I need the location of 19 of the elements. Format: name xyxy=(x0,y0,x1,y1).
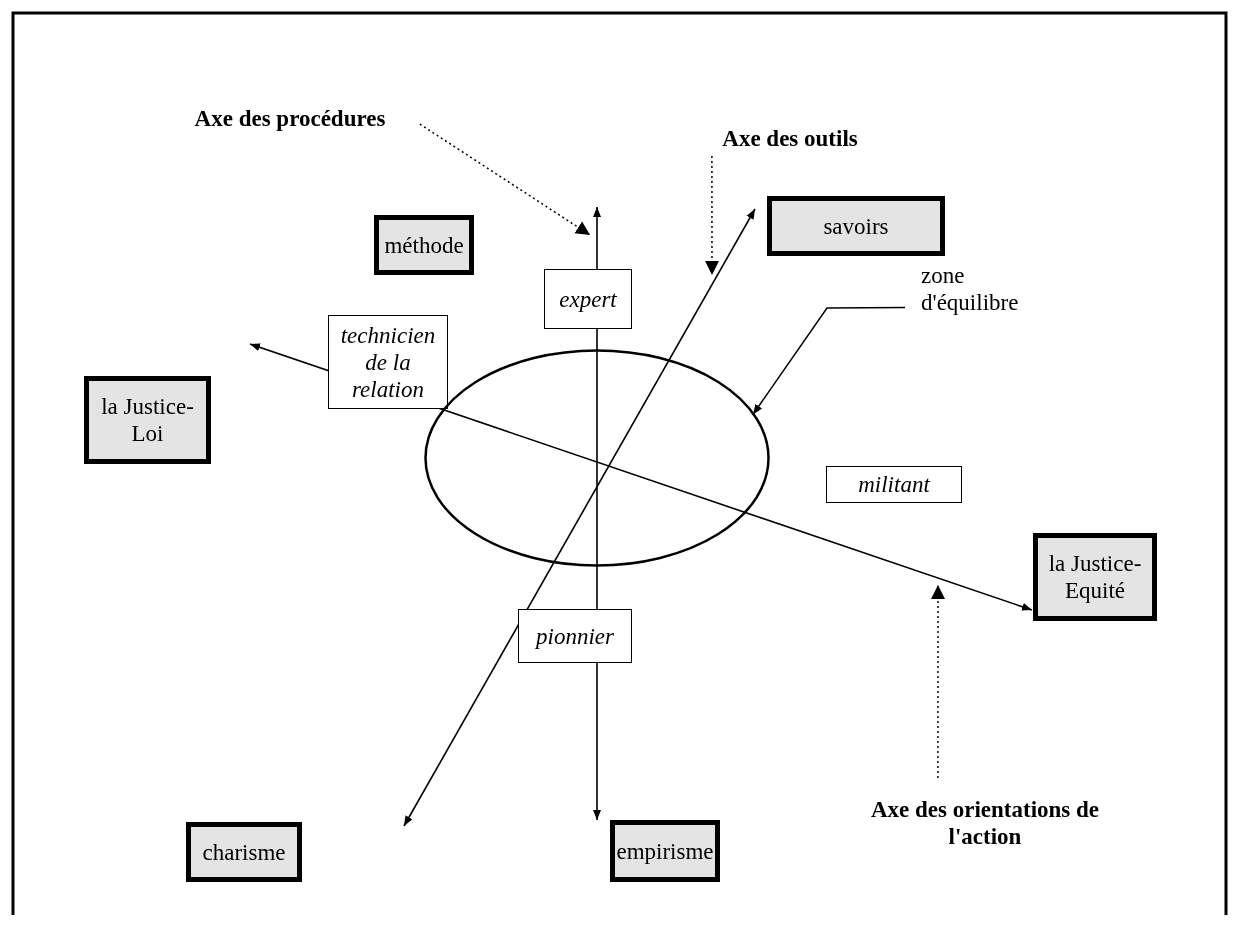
leader-line xyxy=(419,123,591,236)
callout-text: zone d'équilibre xyxy=(905,258,1040,320)
role-box: technicien de la relation xyxy=(328,315,448,409)
concept-box: savoirs xyxy=(767,196,945,256)
concept-box: méthode xyxy=(374,215,474,275)
concept-box: la Justice-Loi xyxy=(84,376,211,464)
role-box: pionnier xyxy=(518,609,632,663)
leader-line xyxy=(931,584,945,779)
axis-label: Axe des outils xyxy=(680,120,900,156)
concept-box: la Justice-Equité xyxy=(1033,533,1157,621)
axis-label: Axe des procédures xyxy=(140,100,440,136)
concept-box: empirisme xyxy=(610,820,720,882)
ellipse xyxy=(424,349,770,567)
concept-box: charisme xyxy=(186,822,302,882)
leader-line xyxy=(752,306,906,416)
role-box: expert xyxy=(544,269,632,329)
axis-label: Axe des orientations de l'action xyxy=(835,778,1135,868)
leader-line xyxy=(705,155,719,276)
role-box: militant xyxy=(826,466,962,503)
